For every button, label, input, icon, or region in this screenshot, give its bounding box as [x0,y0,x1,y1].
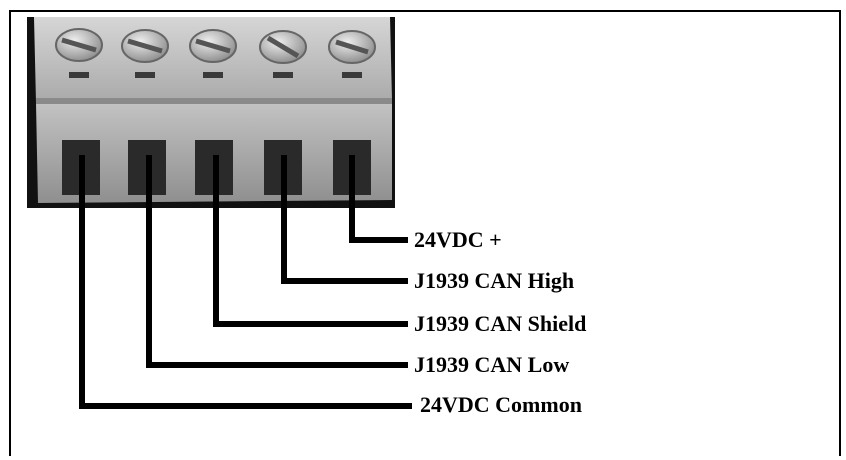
connector-ridge [36,98,392,104]
wire-can-shield [213,155,408,327]
wire-24vdc-plus [349,155,408,243]
screw-terminals [55,28,376,64]
label-can-shield: J1939 CAN Shield [414,311,587,336]
label-24vdc-common: 24VDC Common [420,392,582,417]
label-24vdc-plus: 24VDC + [414,227,502,252]
wire-can-low [146,155,408,368]
wires [79,155,412,409]
terminal-block-photo [27,17,395,208]
screw-2-icon [121,29,169,63]
screw-5-icon [328,30,376,64]
wire-24vdc-common [79,155,412,409]
wire-can-high [281,155,408,284]
screw-4-icon [259,30,307,64]
label-can-low: J1939 CAN Low [414,352,570,377]
screw-1-icon [55,28,103,62]
screw-3-icon [189,29,237,63]
screw-slots [69,72,362,78]
label-can-high: J1939 CAN High [414,268,575,293]
